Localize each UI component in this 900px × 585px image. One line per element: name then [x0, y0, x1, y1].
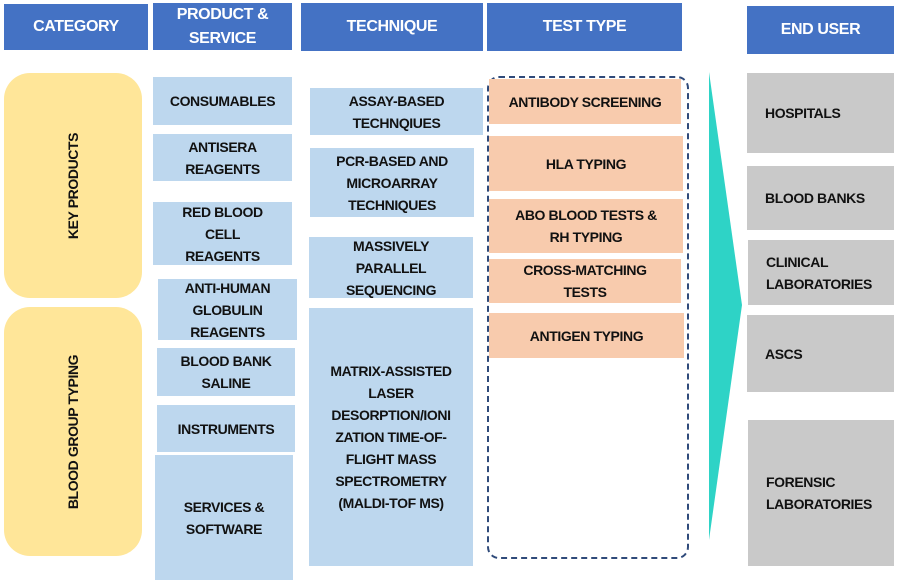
end-user-blood-banks: BLOOD BANKS — [747, 166, 894, 230]
product-blood-bank-saline: BLOOD BANK SALINE — [157, 348, 295, 396]
product-anti-human-globulin: ANTI-HUMAN GLOBULIN REAGENTS — [158, 279, 297, 340]
header-technique: TECHNIQUE — [301, 3, 483, 51]
product-instruments: INSTRUMENTS — [157, 405, 295, 452]
end-user-forensic-laboratories: FORENSIC LABORATORIES — [748, 420, 894, 566]
product-services-software: SERVICES & SOFTWARE — [155, 455, 293, 580]
category-blood-group-typing: BLOOD GROUP TYPING — [4, 307, 142, 556]
header-test-type: TEST TYPE — [487, 3, 682, 51]
technique-assay-based: ASSAY-BASED TECHNQIUES — [310, 88, 483, 135]
test-cross-matching: CROSS-MATCHING TESTS — [489, 259, 681, 303]
end-user-hospitals: HOSPITALS — [747, 73, 894, 153]
test-type-group-border — [487, 76, 689, 559]
header-end-user: END USER — [747, 6, 894, 54]
test-abo-rh-typing: ABO BLOOD TESTS & RH TYPING — [489, 199, 683, 253]
technique-massively-parallel-sequencing: MASSIVELY PARALLEL SEQUENCING — [309, 237, 473, 298]
end-user-ascs: ASCS — [747, 315, 894, 392]
technique-maldi-tof: MATRIX-ASSISTED LASER DESORPTION/IONI ZA… — [309, 308, 473, 566]
product-red-blood-cell-reagents: RED BLOOD CELL REAGENTS — [153, 202, 292, 265]
product-consumables: CONSUMABLES — [153, 77, 292, 125]
test-hla-typing: HLA TYPING — [489, 136, 683, 191]
arrow-shape — [709, 72, 742, 540]
technique-pcr-microarray: PCR-BASED AND MICROARRAY TECHNIQUES — [310, 148, 474, 217]
header-category: CATEGORY — [4, 4, 148, 50]
category-key-products: KEY PRODUCTS — [4, 73, 142, 298]
end-user-clinical-laboratories: CLINICAL LABORATORIES — [748, 240, 894, 305]
test-antigen-typing: ANTIGEN TYPING — [489, 313, 684, 358]
test-antibody-screening: ANTIBODY SCREENING — [489, 79, 681, 124]
product-antisera-reagents: ANTISERA REAGENTS — [153, 134, 292, 181]
header-product-service: PRODUCT & SERVICE — [153, 3, 292, 50]
